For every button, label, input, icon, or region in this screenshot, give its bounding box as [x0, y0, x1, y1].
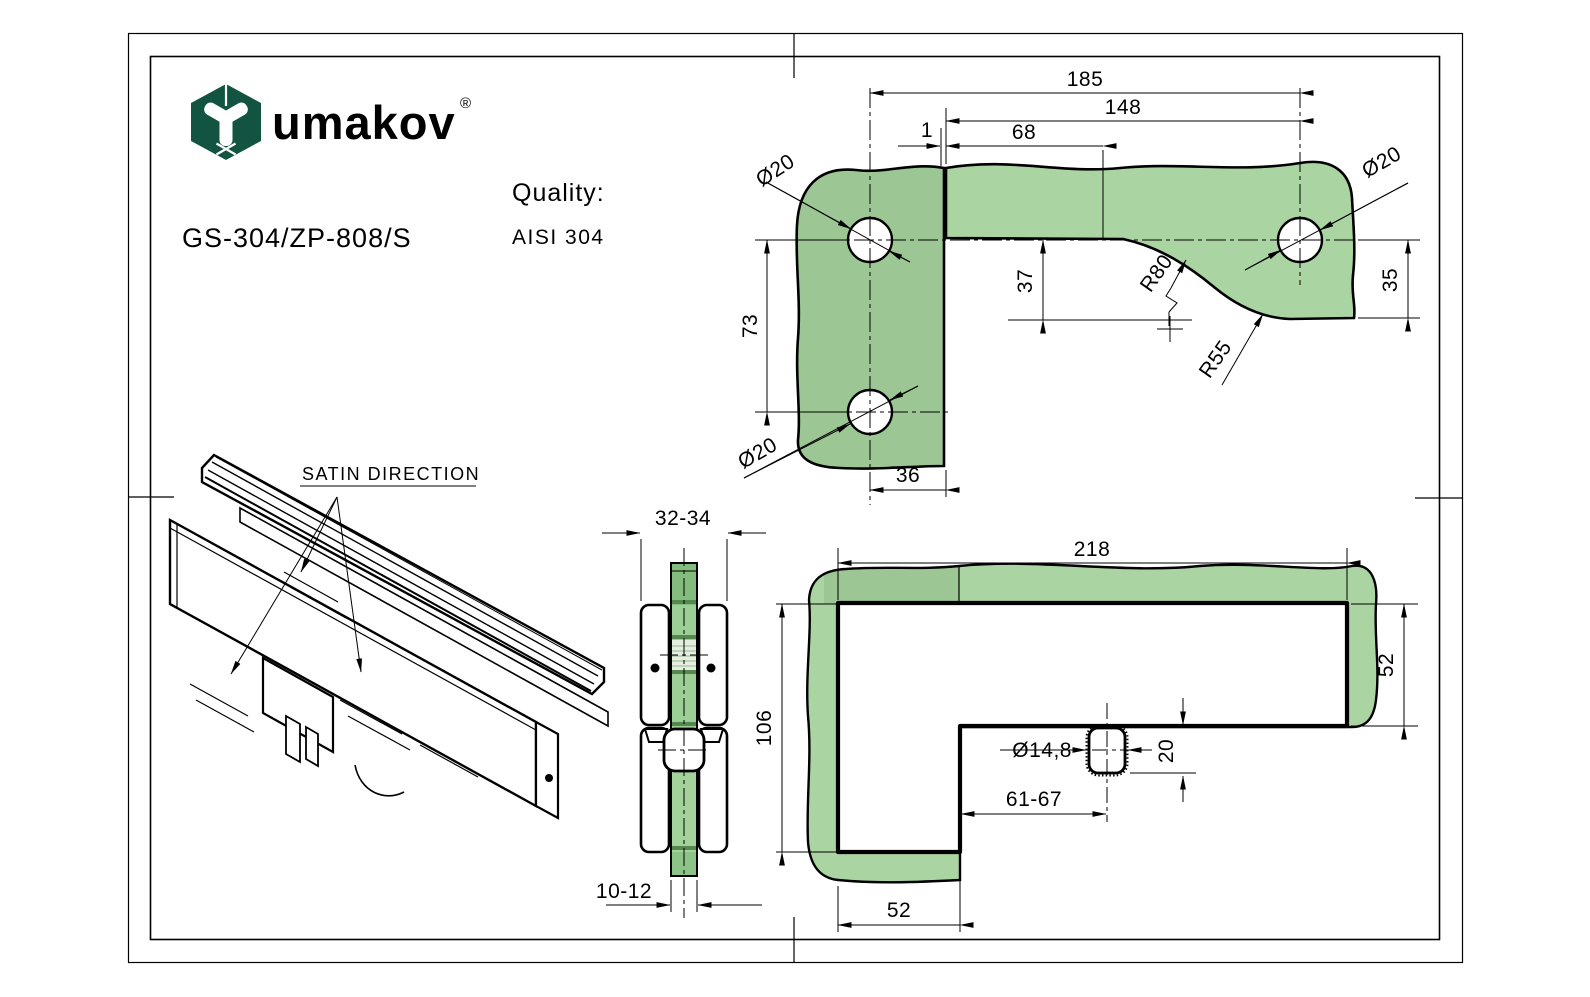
product-code: GS-304/ZP-808/S	[182, 223, 412, 253]
dim-52-right: 52	[1375, 653, 1398, 677]
screw-right	[706, 663, 716, 673]
dim-185: 185	[1067, 68, 1104, 91]
dim-20: 20	[1155, 739, 1178, 763]
dim-73: 73	[739, 314, 762, 338]
dim-10-12: 10-12	[596, 880, 652, 903]
glass-prep-view: 185 148 68 1 73 36 37 35 R80 R55 Ø20 Ø20…	[734, 68, 1420, 505]
section-dim-lines	[602, 530, 766, 912]
umakov-hexagon-icon	[191, 84, 261, 160]
isometric-view	[168, 453, 609, 820]
brand-name: umakov	[272, 96, 456, 149]
dim-37: 37	[1014, 269, 1037, 293]
section-view: 32-34 10-12	[596, 507, 766, 918]
front-glass-door-leaf	[824, 566, 959, 604]
front-dim-lines	[776, 548, 1418, 932]
dim-dia14-8: Ø14,8	[1012, 739, 1072, 762]
dim-dia20-top-left: Ø20	[752, 150, 799, 192]
brand-logo: umakov ®	[191, 84, 471, 160]
satin-marks	[189, 571, 479, 778]
front-view: 218 106 52 52 Ø14,8 20 61-67	[753, 538, 1418, 932]
dim-106: 106	[753, 710, 776, 747]
dim-r55: R55	[1195, 336, 1237, 382]
dim-61-67: 61-67	[1006, 788, 1062, 811]
quality-label: Quality:	[512, 179, 605, 207]
dim-dia20-right: Ø20	[1358, 142, 1405, 183]
dim-35: 35	[1379, 268, 1402, 292]
quality-value: AISI 304	[512, 226, 605, 249]
dim-lines	[743, 90, 1420, 497]
dim-218: 218	[1074, 538, 1111, 561]
registered-mark: ®	[460, 95, 471, 112]
dim-52-bottom: 52	[887, 899, 911, 922]
fitting-plate	[835, 600, 1350, 855]
glass-panel-horizontal	[944, 160, 1356, 321]
drawing-frame	[127, 32, 1464, 964]
spring-tabs	[643, 728, 725, 743]
section-centerlines	[658, 548, 710, 918]
satin-leaders	[230, 485, 476, 675]
screw-left	[650, 663, 660, 673]
dim-32-34: 32-34	[655, 507, 711, 530]
satin-direction-label: SATIN DIRECTION	[302, 464, 480, 484]
dim-dia20-bottom-left: Ø20	[734, 433, 781, 474]
dim-1: 1	[921, 119, 933, 142]
dim-148: 148	[1105, 96, 1142, 119]
dim-36: 36	[896, 464, 920, 487]
dim-68: 68	[1012, 121, 1036, 144]
